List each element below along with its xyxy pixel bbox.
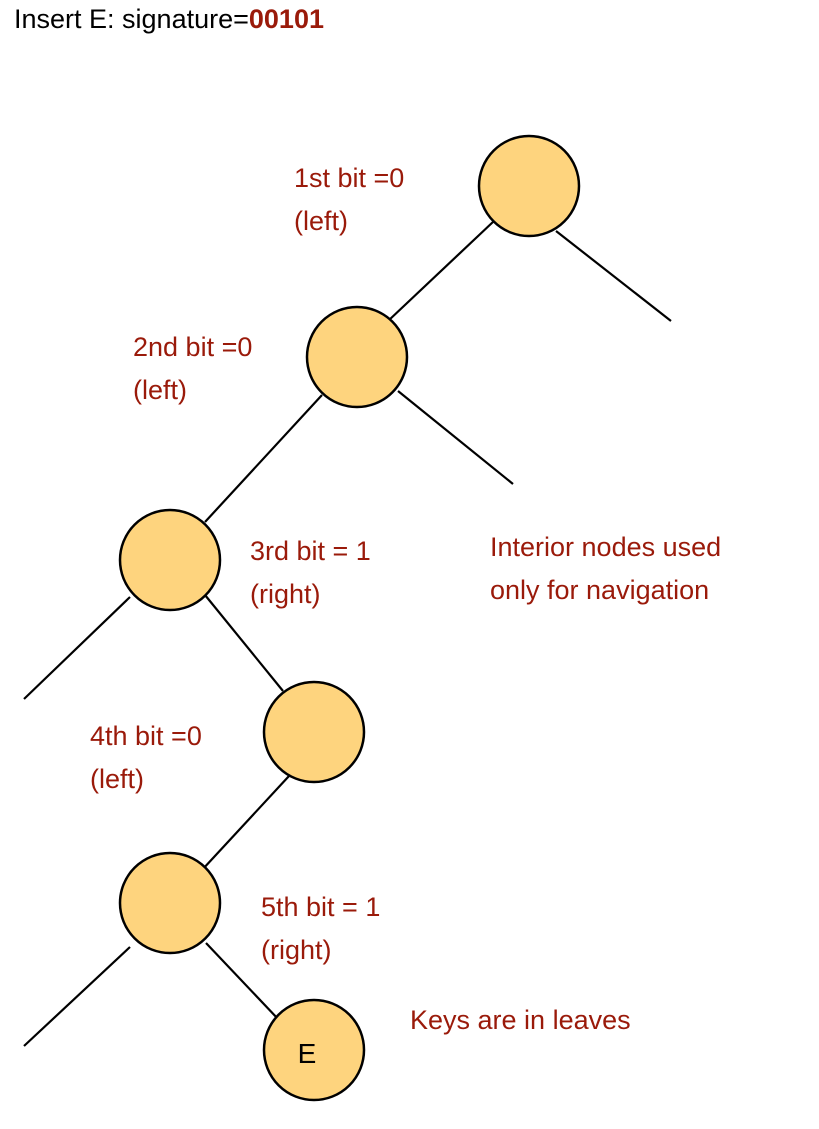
note-keys-in-leaves: Keys are in leaves <box>410 1005 631 1035</box>
node-level4 <box>262 680 366 784</box>
edge <box>397 390 514 485</box>
label-bit2: 2nd bit =0 (left) <box>133 332 253 405</box>
label-bit5: 5th bit = 1 (right) <box>261 892 381 965</box>
edge <box>387 220 495 322</box>
leaf-key: E <box>298 1038 317 1069</box>
label-bit3: 3rd bit = 1 (right) <box>250 536 371 609</box>
edge <box>201 775 290 871</box>
page-title: Insert E: signature=00101 <box>14 4 324 35</box>
signature-value: 00101 <box>248 4 324 34</box>
edge <box>23 596 131 700</box>
node-root <box>477 134 581 238</box>
label-bit1: 1st bit =0 (left) <box>294 163 405 236</box>
leaf-node-e <box>262 998 366 1102</box>
edge <box>555 230 672 322</box>
edge <box>204 594 284 692</box>
edge <box>204 394 323 523</box>
node-level3 <box>118 508 222 612</box>
label-bit4: 4th bit =0 (left) <box>90 721 202 794</box>
edge <box>205 942 280 1021</box>
node-level2 <box>305 305 409 409</box>
edge <box>23 946 131 1047</box>
node-level5 <box>118 851 222 955</box>
note-interior-nodes: Interior nodes used only for navigation <box>490 532 722 605</box>
title-prefix: Insert E: signature= <box>14 4 249 34</box>
